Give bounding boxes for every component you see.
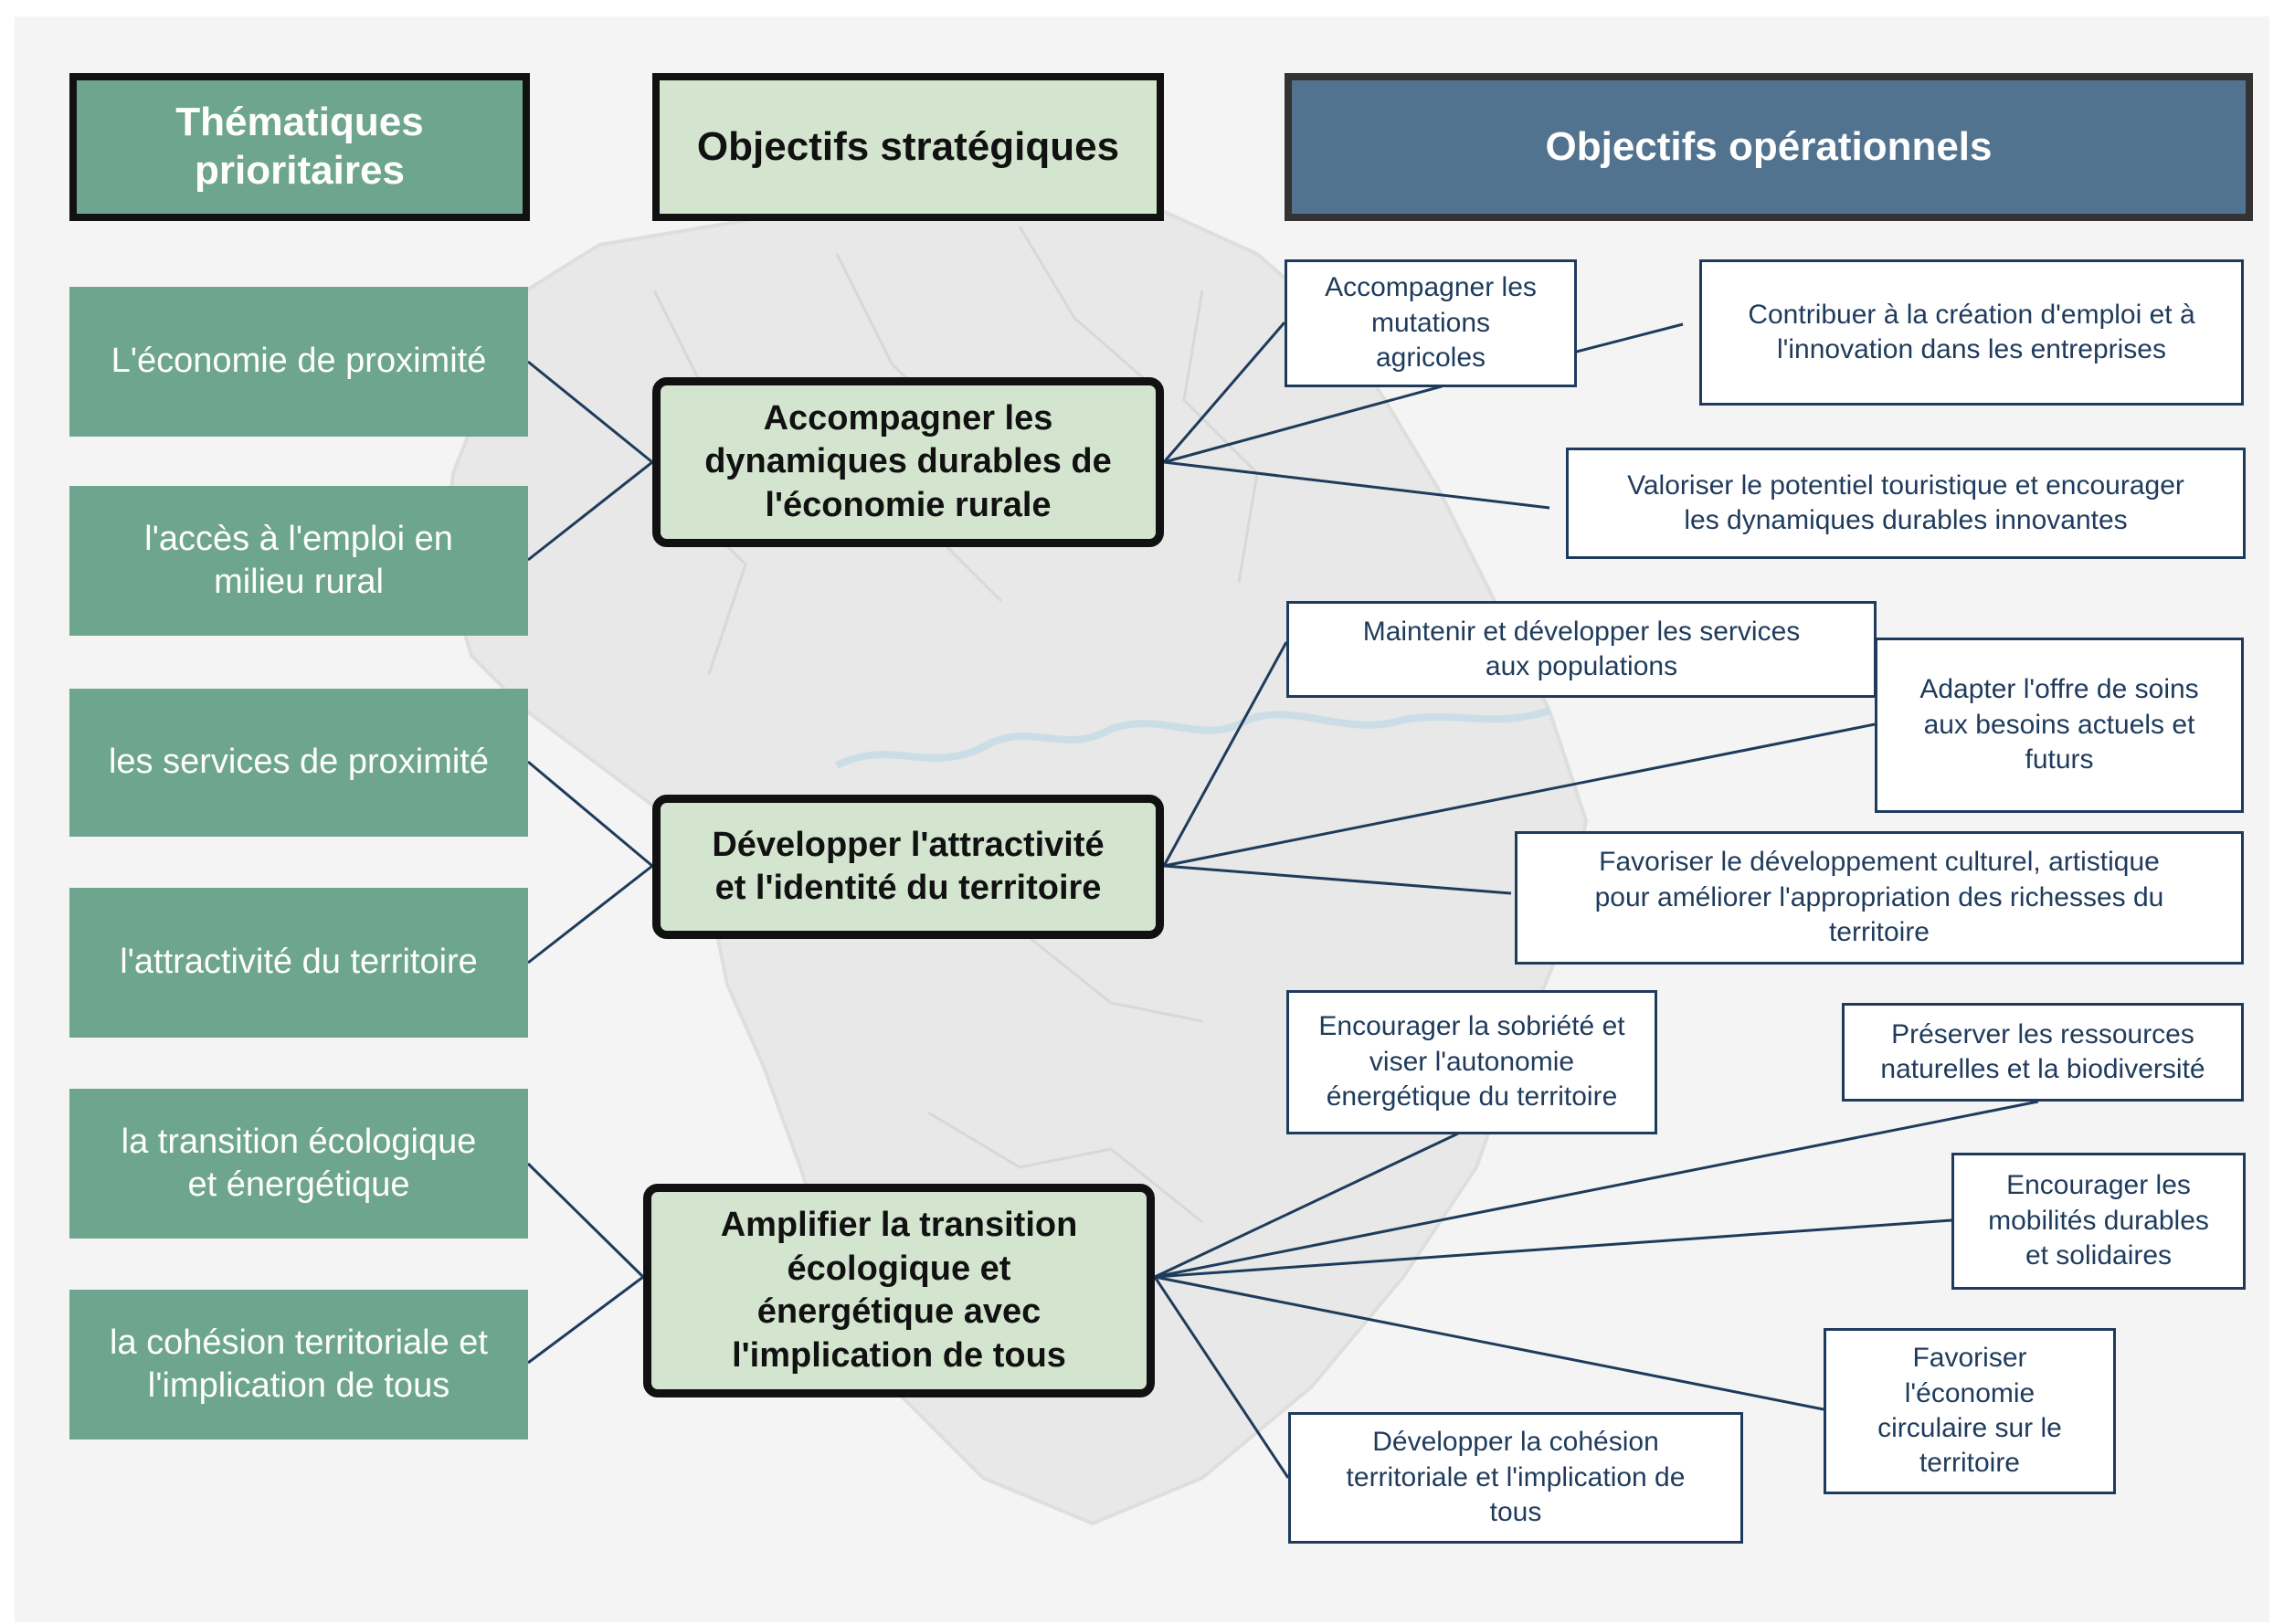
strategic-objective-box: Amplifier la transition écologique et én…	[643, 1184, 1155, 1397]
operational-objective-box: Adapter l'offre de soins aux besoins act…	[1875, 638, 2244, 813]
connector-lines	[526, 322, 2039, 1479]
connector-line	[1162, 322, 1286, 463]
theme-box: L'économie de proximité	[69, 287, 528, 437]
theme-box: l'accès à l'emploi en milieu rural	[69, 486, 528, 636]
operational-objective-box: Maintenir et développer les services aux…	[1286, 601, 1877, 698]
connector-line	[1162, 641, 1288, 867]
operational-objective-box: Contribuer à la création d'emploi et à l…	[1699, 259, 2244, 406]
connector-line	[1153, 1276, 1290, 1479]
operational-objective-box: Encourager les mobilités durables et sol…	[1951, 1153, 2246, 1290]
theme-box: la cohésion territoriale et l'implicatio…	[69, 1290, 528, 1439]
header-operational-objectives: Objectifs opérationnels	[1285, 73, 2253, 221]
header-strategic-objectives: Objectifs stratégiques	[652, 73, 1164, 221]
operational-objective-box: Favoriser l'économie circulaire sur le t…	[1824, 1328, 2116, 1494]
connector-line	[527, 1275, 644, 1365]
connector-line	[1163, 460, 1550, 510]
connector-line	[527, 460, 653, 562]
map-river	[835, 707, 1551, 769]
connector-line	[1163, 722, 1876, 868]
operational-objective-box: Accompagner les mutations agricoles	[1285, 259, 1577, 387]
connector-line	[1154, 1100, 2039, 1279]
connector-line	[527, 360, 653, 464]
connector-line	[1154, 1132, 1459, 1279]
header-priority-themes: Thématiques prioritaires	[69, 73, 530, 221]
strategic-objective-box: Accompagner les dynamiques durables de l…	[652, 377, 1164, 547]
connector-line	[1163, 385, 1443, 464]
operational-objective-box: Favoriser le développement culturel, art…	[1515, 831, 2244, 965]
connector-line	[1154, 1218, 1952, 1279]
diagram-canvas: Thématiques prioritaires Objectifs strat…	[15, 16, 2269, 1622]
operational-objective-box: Développer la cohésion territoriale et l…	[1288, 1412, 1743, 1544]
theme-box: les services de proximité	[69, 689, 528, 837]
operational-objective-box: Préserver les ressources naturelles et l…	[1842, 1003, 2244, 1102]
operational-objective-box: Encourager la sobriété et viser l'autono…	[1286, 990, 1657, 1134]
connector-line	[1154, 1275, 1824, 1411]
strategic-objective-box: Développer l'attractivité et l'identité …	[652, 795, 1164, 939]
connector-line	[527, 864, 653, 965]
theme-box: la transition écologique et énergétique	[69, 1089, 528, 1239]
theme-box: l'attractivité du territoire	[69, 888, 528, 1038]
connector-line	[1565, 322, 1684, 356]
connector-line	[527, 760, 653, 868]
connector-line	[1163, 864, 1512, 895]
operational-objective-box: Valoriser le potentiel touristique et en…	[1566, 448, 2246, 559]
connector-line	[526, 1162, 645, 1279]
